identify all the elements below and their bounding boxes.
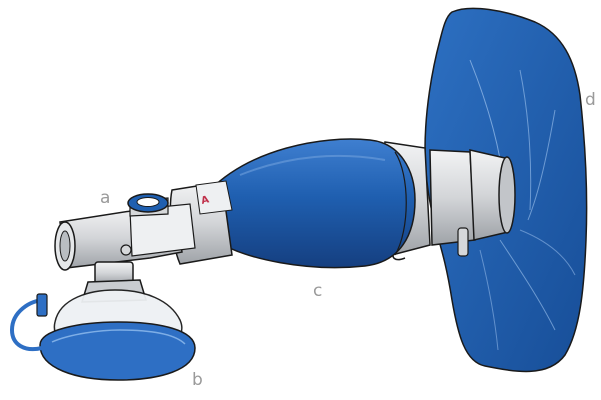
self-inflating-bag xyxy=(202,139,415,267)
label-a: a xyxy=(100,188,110,208)
label-b: b xyxy=(192,370,203,390)
label-d: d xyxy=(585,90,596,110)
patient-valve xyxy=(55,204,195,270)
face-mask xyxy=(12,262,195,380)
label-c: c xyxy=(313,281,322,301)
pressure-port xyxy=(128,194,168,216)
